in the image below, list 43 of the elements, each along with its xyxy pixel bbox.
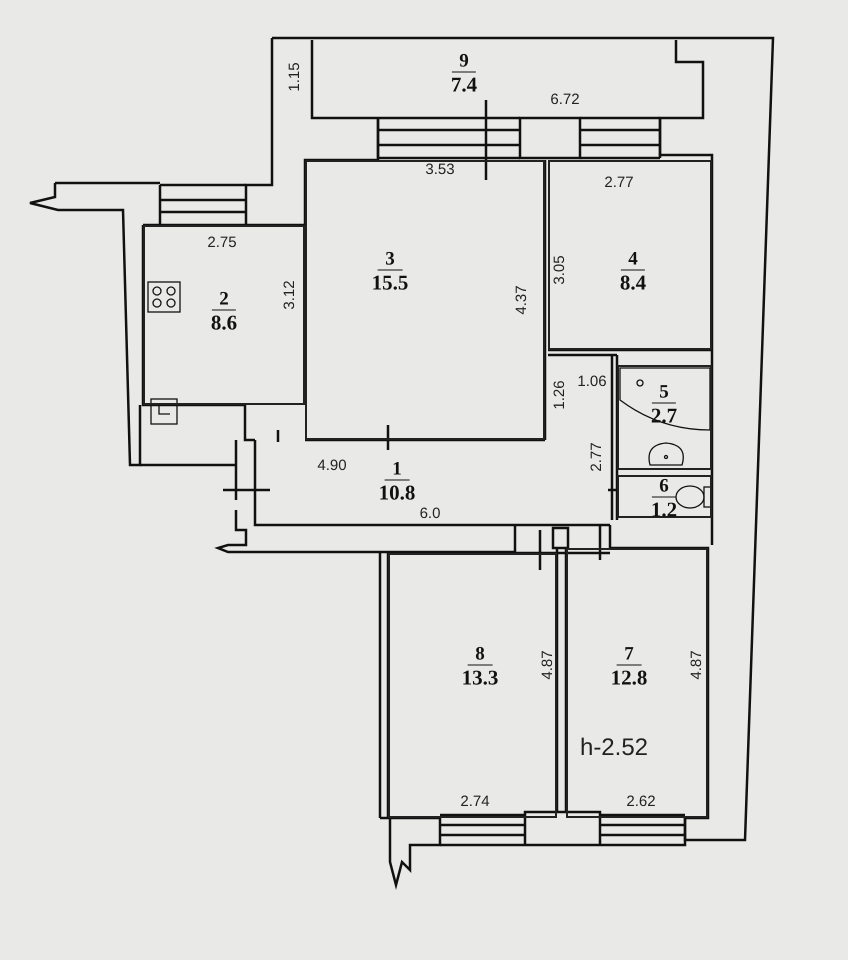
room-number: 5 <box>652 382 676 404</box>
dimension-label: 2.77 <box>604 175 634 191</box>
room-area: 8.4 <box>620 270 646 294</box>
dimension-label: 3.12 <box>282 280 298 310</box>
room-number: 7 <box>616 644 642 666</box>
dimension-label: 1.26 <box>552 380 568 410</box>
room-number: 6 <box>652 476 676 498</box>
room-area: 1.2 <box>650 498 678 522</box>
dimension-label: 2.62 <box>626 794 656 810</box>
dimension-label: 4.87 <box>540 650 556 680</box>
room-area: 2.7 <box>650 404 678 428</box>
dimension-label: 2.77 <box>589 442 605 472</box>
room-outline <box>305 160 545 440</box>
dimension-label: 1.06 <box>577 374 607 390</box>
dimension-label: 4.37 <box>514 285 530 315</box>
room-number: 8 <box>468 644 492 666</box>
dimension-label: 3.53 <box>425 162 455 178</box>
room-outline <box>566 548 708 818</box>
room-number: 2 <box>212 290 236 310</box>
dimension-label: 4.90 <box>317 458 347 474</box>
room-area: 13.3 <box>462 666 498 690</box>
room-outline <box>548 160 712 350</box>
room-outline <box>388 553 557 818</box>
room-outline <box>143 225 305 405</box>
dimension-label: 6.72 <box>550 92 580 108</box>
dimension-label: 3.05 <box>552 255 568 285</box>
dimension-label: 6.0 <box>420 506 440 522</box>
room-area: 7.4 <box>450 72 478 96</box>
dimension-label: 4.87 <box>689 650 705 680</box>
room-number: 1 <box>384 460 410 480</box>
room-outline <box>617 365 712 470</box>
room-outline <box>617 475 712 518</box>
ceiling-height-label: h-2.52 <box>580 735 648 761</box>
room-number: 4 <box>620 250 646 270</box>
dimension-label: 2.74 <box>460 794 490 810</box>
room-area: 15.5 <box>372 270 408 294</box>
dimension-label: 1.15 <box>287 62 303 92</box>
dimension-label: 2.75 <box>207 235 237 251</box>
room-area: 8.6 <box>210 310 238 334</box>
room-number: 9 <box>452 52 476 72</box>
room-area: 12.8 <box>610 666 648 690</box>
room-number: 3 <box>378 250 402 270</box>
room-area: 10.8 <box>378 480 416 504</box>
